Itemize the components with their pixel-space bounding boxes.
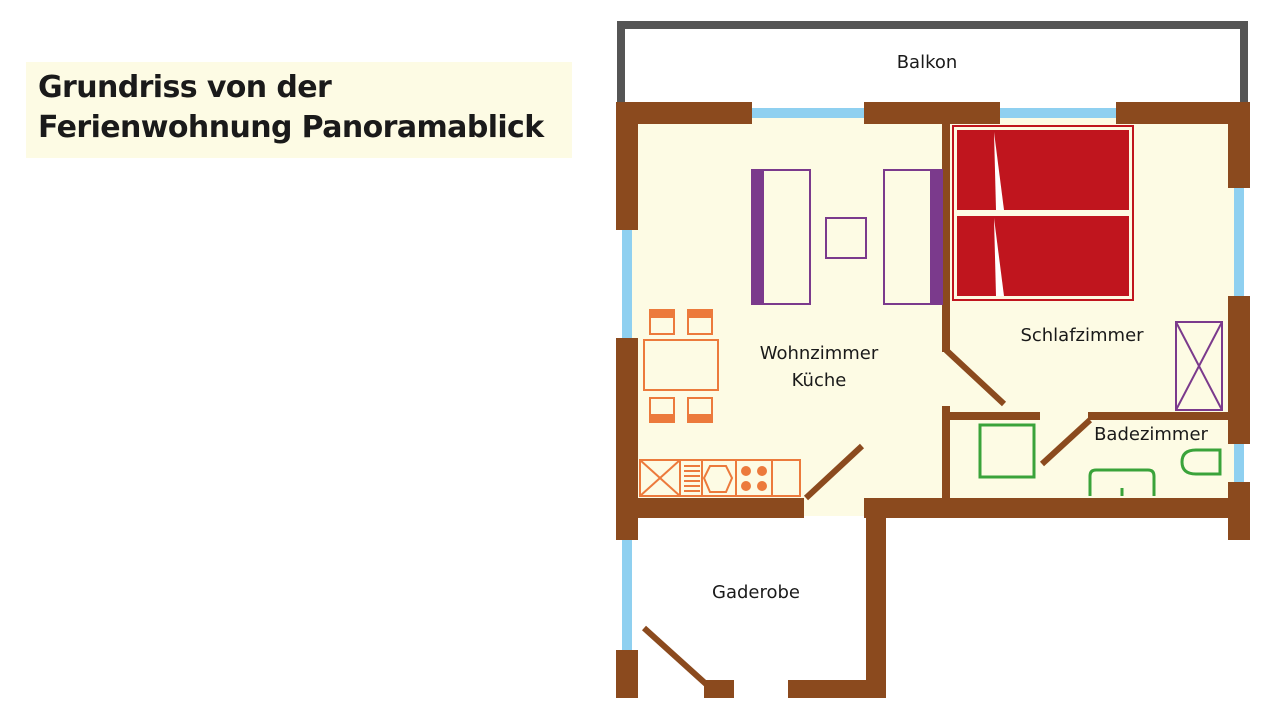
room-label-balkon: Balkon bbox=[897, 52, 958, 73]
coffee-table-icon bbox=[825, 217, 867, 259]
room-label-gaderobe: Gaderobe bbox=[712, 582, 800, 603]
dining-table-icon bbox=[643, 309, 719, 423]
doors bbox=[641, 347, 1093, 687]
wardrobe-icon bbox=[1175, 321, 1223, 411]
bed-icon bbox=[952, 125, 1134, 301]
title-line-1: Grundriss von der bbox=[38, 70, 332, 105]
title-line-2: Ferienwohnung Panoramablick bbox=[38, 110, 544, 145]
room-label-kueche: Küche bbox=[792, 370, 847, 391]
balcony-railing bbox=[617, 21, 1248, 103]
room-label-wohnzimmer: Wohnzimmer bbox=[760, 343, 879, 364]
toilet-icon bbox=[1180, 448, 1222, 476]
title-box: Grundriss von der Ferienwohnung Panorama… bbox=[26, 62, 572, 158]
room-label-schlafzimmer: Schlafzimmer bbox=[1020, 325, 1144, 346]
kitchen-counter-icon bbox=[639, 459, 801, 497]
room-label-badezimmer: Badezimmer bbox=[1094, 424, 1208, 445]
shower-icon bbox=[978, 423, 1036, 479]
washbasin-icon bbox=[1088, 468, 1156, 496]
sofa-icon bbox=[751, 169, 943, 305]
windows bbox=[622, 108, 1244, 650]
walls bbox=[616, 102, 1250, 698]
